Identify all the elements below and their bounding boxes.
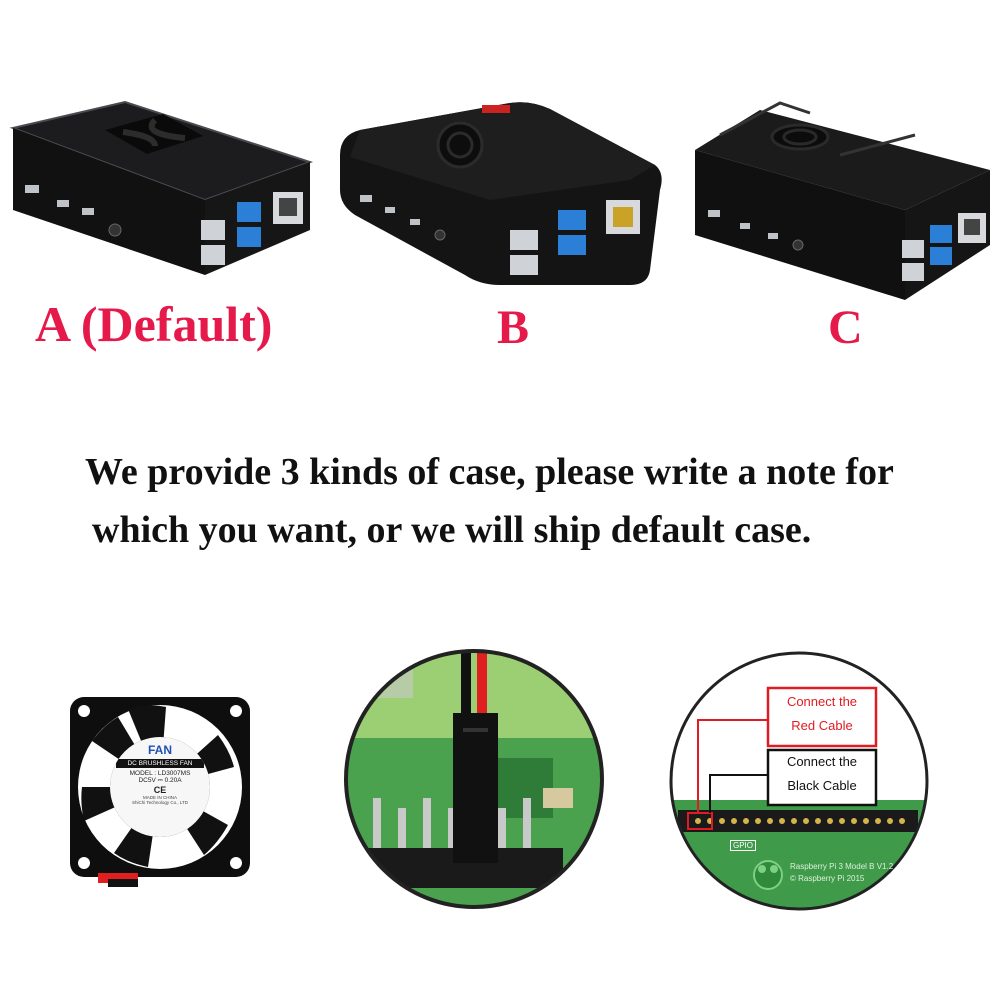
note-line-2: which you want, or we will ship default … — [92, 509, 812, 551]
fan-maker: ShiChi Technology Co., LTD — [131, 800, 189, 805]
red-callout-line-2: Red Cable — [791, 718, 853, 733]
connector-photo — [344, 649, 604, 909]
fan-photo: FAN DC BRUSHLESS FAN MODEL : LD3007MS DC… — [68, 695, 253, 890]
case-b-image — [340, 102, 662, 285]
gpio-label: GPIO — [730, 840, 757, 851]
red-cable-icon — [477, 651, 487, 718]
fan-rating: DC5V ⎓ 0.20A — [138, 777, 182, 784]
ethernet-port-icon — [958, 213, 986, 243]
usb-port-icon — [510, 210, 586, 275]
board-text-1: Raspberry Pi 3 Model B V1.2 — [790, 862, 894, 871]
fan-cable-icon — [98, 873, 138, 883]
case-a-label: A (Default) — [35, 296, 273, 352]
black-callout-line — [709, 774, 768, 813]
board-text-2: © Raspberry Pi 2015 — [790, 874, 865, 883]
fan-type: DC BRUSHLESS FAN — [116, 759, 204, 768]
usb-c-port-icon — [360, 195, 372, 202]
black-callout-line-2: Black Cable — [787, 778, 857, 793]
gpio-pinout-photo: Connect the Red Cable Connect the Black … — [668, 650, 930, 912]
usb-port-icon — [201, 202, 261, 265]
fan-brand: FAN — [148, 743, 172, 757]
case-a-image — [9, 100, 314, 275]
usb-c-port-icon — [25, 185, 39, 193]
fan-ce: CE — [153, 785, 167, 795]
fan-sticker: FAN DC BRUSHLESS FAN MODEL : LD3007MS DC… — [110, 737, 210, 837]
fan-cable-icon — [482, 105, 510, 113]
red-callout-line — [697, 719, 768, 813]
usb-port-icon — [902, 225, 952, 281]
fan-grille-icon — [436, 121, 484, 169]
case-c-label: C — [828, 301, 863, 354]
case-b-label: B — [497, 301, 530, 354]
fan-grille-icon — [105, 114, 203, 154]
fan-grille-icon — [770, 123, 830, 151]
raspberry-logo-icon — [753, 860, 783, 890]
ethernet-port-icon — [606, 200, 640, 234]
micro-hdmi-port-icon — [57, 200, 69, 207]
ethernet-port-icon — [273, 192, 303, 224]
fan-model: MODEL : LD3007MS — [129, 770, 191, 777]
black-callout-line-1: Connect the — [786, 754, 858, 769]
case-c-image — [695, 101, 990, 300]
micro-hdmi-port-icon — [82, 208, 94, 215]
note-line-1: We provide 3 kinds of case, please write… — [85, 451, 894, 493]
fan-origin: MADE IN CHINA — [142, 795, 177, 800]
red-callout-line-1: Connect the — [786, 694, 858, 709]
